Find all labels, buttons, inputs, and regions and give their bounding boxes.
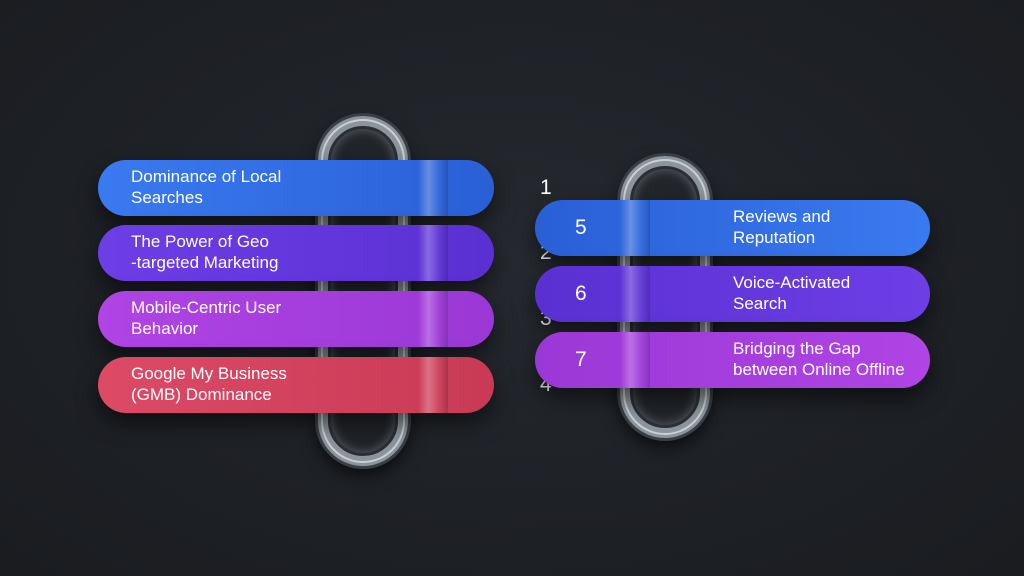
- left-item-3-number: 3: [540, 307, 552, 330]
- right-item-7: 7 Bridging the Gap between Online Offlin…: [535, 332, 930, 388]
- right-item-6: 6 Voice-Activated Search: [535, 266, 930, 322]
- right-item-7-label: Bridging the Gap between Online Offline: [733, 339, 905, 379]
- right-item-7-number: 7: [575, 348, 587, 371]
- left-item-3-label: Mobile-Centric User Behavior: [131, 298, 282, 338]
- left-item-1-number: 1: [540, 176, 552, 199]
- left-item-2: The Power of Geo -targeted Marketing 2: [98, 225, 552, 281]
- right-item-5-number: 5: [575, 216, 587, 239]
- right-item-6-number: 6: [575, 282, 587, 305]
- left-item-4-number: 4: [540, 373, 552, 396]
- right-item-5: 5 Reviews and Reputation: [535, 200, 930, 256]
- left-item-4-label: Google My Business (GMB) Dominance: [131, 364, 287, 404]
- left-item-4: Google My Business (GMB) Dominance 4: [98, 357, 552, 413]
- left-item-2-label: The Power of Geo -targeted Marketing: [131, 232, 279, 272]
- left-item-3: Mobile-Centric User Behavior 3: [98, 291, 552, 347]
- right-item-6-label: Voice-Activated Search: [733, 273, 851, 313]
- right-item-5-label: Reviews and Reputation: [733, 207, 831, 247]
- left-item-1: Dominance of Local Searches 1: [98, 160, 552, 216]
- left-item-1-label: Dominance of Local Searches: [131, 167, 282, 207]
- left-item-2-number: 2: [540, 241, 552, 264]
